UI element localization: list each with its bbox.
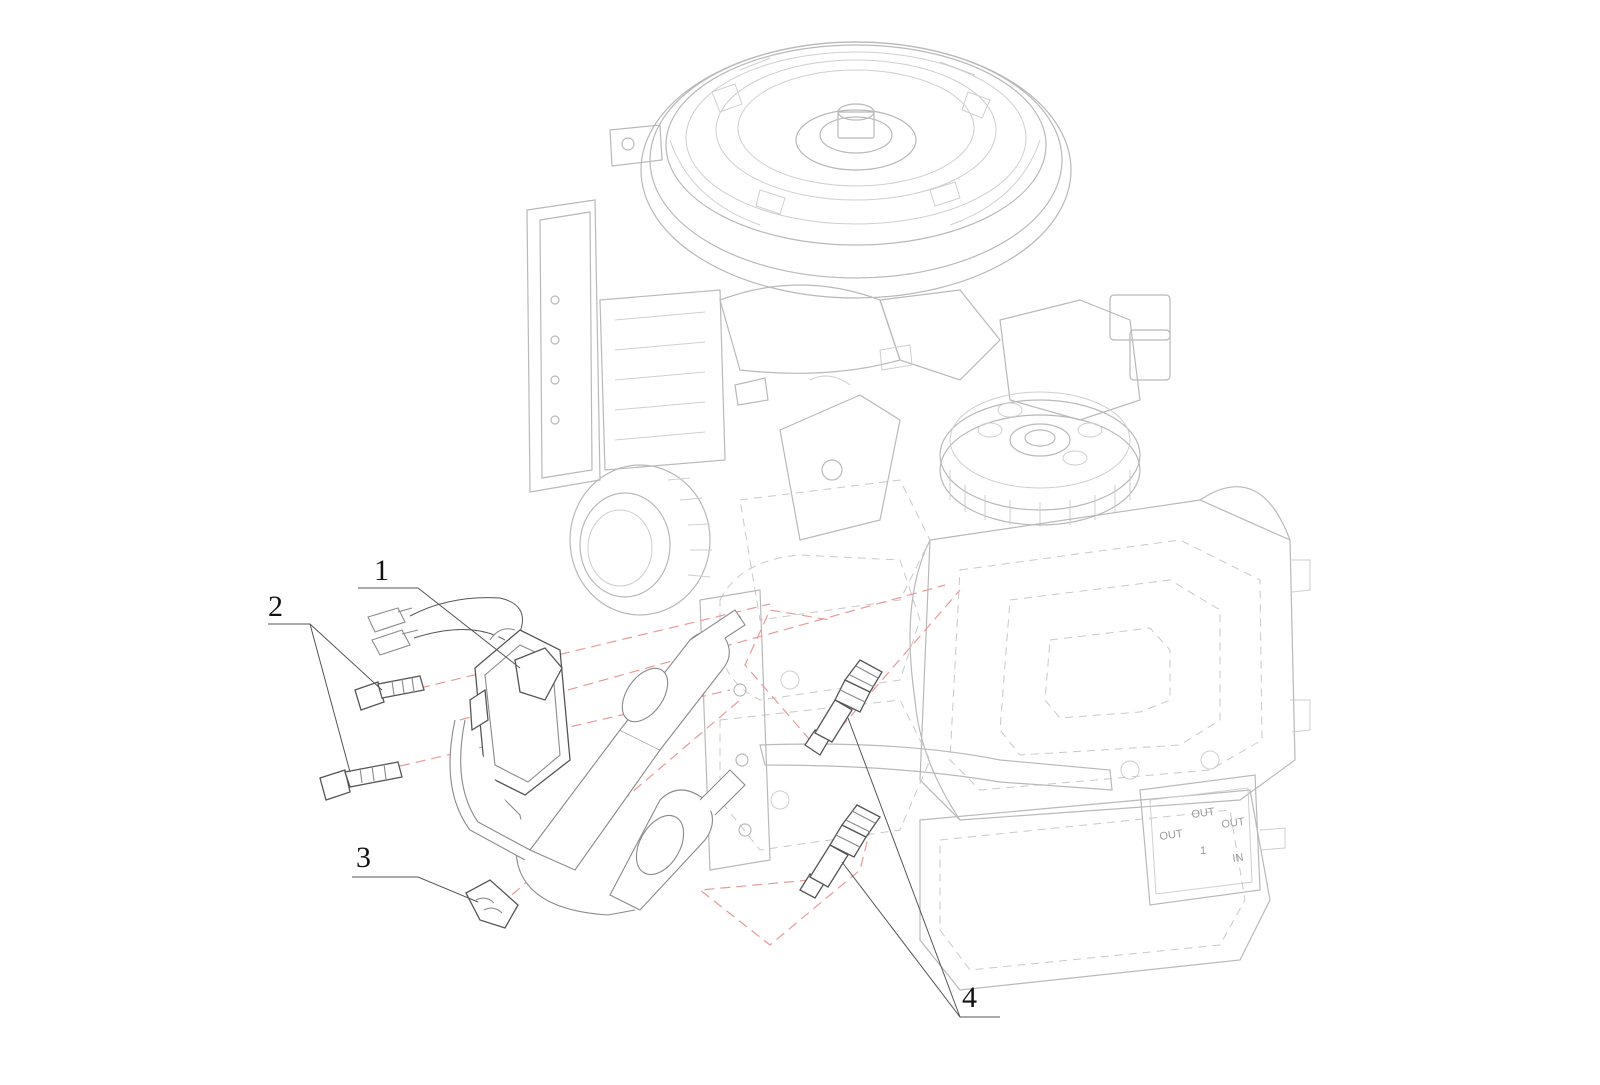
timing-gear: [939, 391, 1141, 527]
bolt-upper: [354, 675, 425, 711]
fuel-pump-labels: OUT OUT OUT 1 IN: [1159, 806, 1246, 865]
callout-2: 2: [268, 590, 283, 623]
spark-plug-lower: [799, 804, 881, 899]
flywheel: [640, 41, 1072, 299]
crankcase: [699, 479, 1311, 871]
leader-lines: [268, 587, 1000, 1018]
pump-label-out-mid: OUT: [1191, 806, 1216, 821]
wire-clip: [465, 879, 519, 929]
starter-pulley: [569, 464, 712, 616]
engine-block: OUT OUT OUT 1 IN: [526, 41, 1311, 991]
spark-plug-upper: [804, 659, 883, 756]
pump-label-in: IN: [1232, 852, 1245, 865]
pump-label-out-left: OUT: [1159, 828, 1184, 843]
upper-mechanism: [599, 284, 1171, 541]
fuel-pump: [1139, 774, 1261, 906]
wire-connectors: [367, 597, 523, 656]
coil-bolts: [319, 675, 425, 801]
bolt-lower: [319, 761, 403, 801]
callout-4: 4: [962, 981, 977, 1014]
ignition-coil: [367, 597, 746, 916]
left-bracket: [526, 124, 663, 493]
lower-block: [759, 743, 1286, 991]
pump-label-one: 1: [1200, 845, 1206, 857]
pump-label-out-right: OUT: [1221, 816, 1246, 831]
callout-1: 1: [374, 554, 389, 587]
callout-3: 3: [356, 841, 371, 874]
